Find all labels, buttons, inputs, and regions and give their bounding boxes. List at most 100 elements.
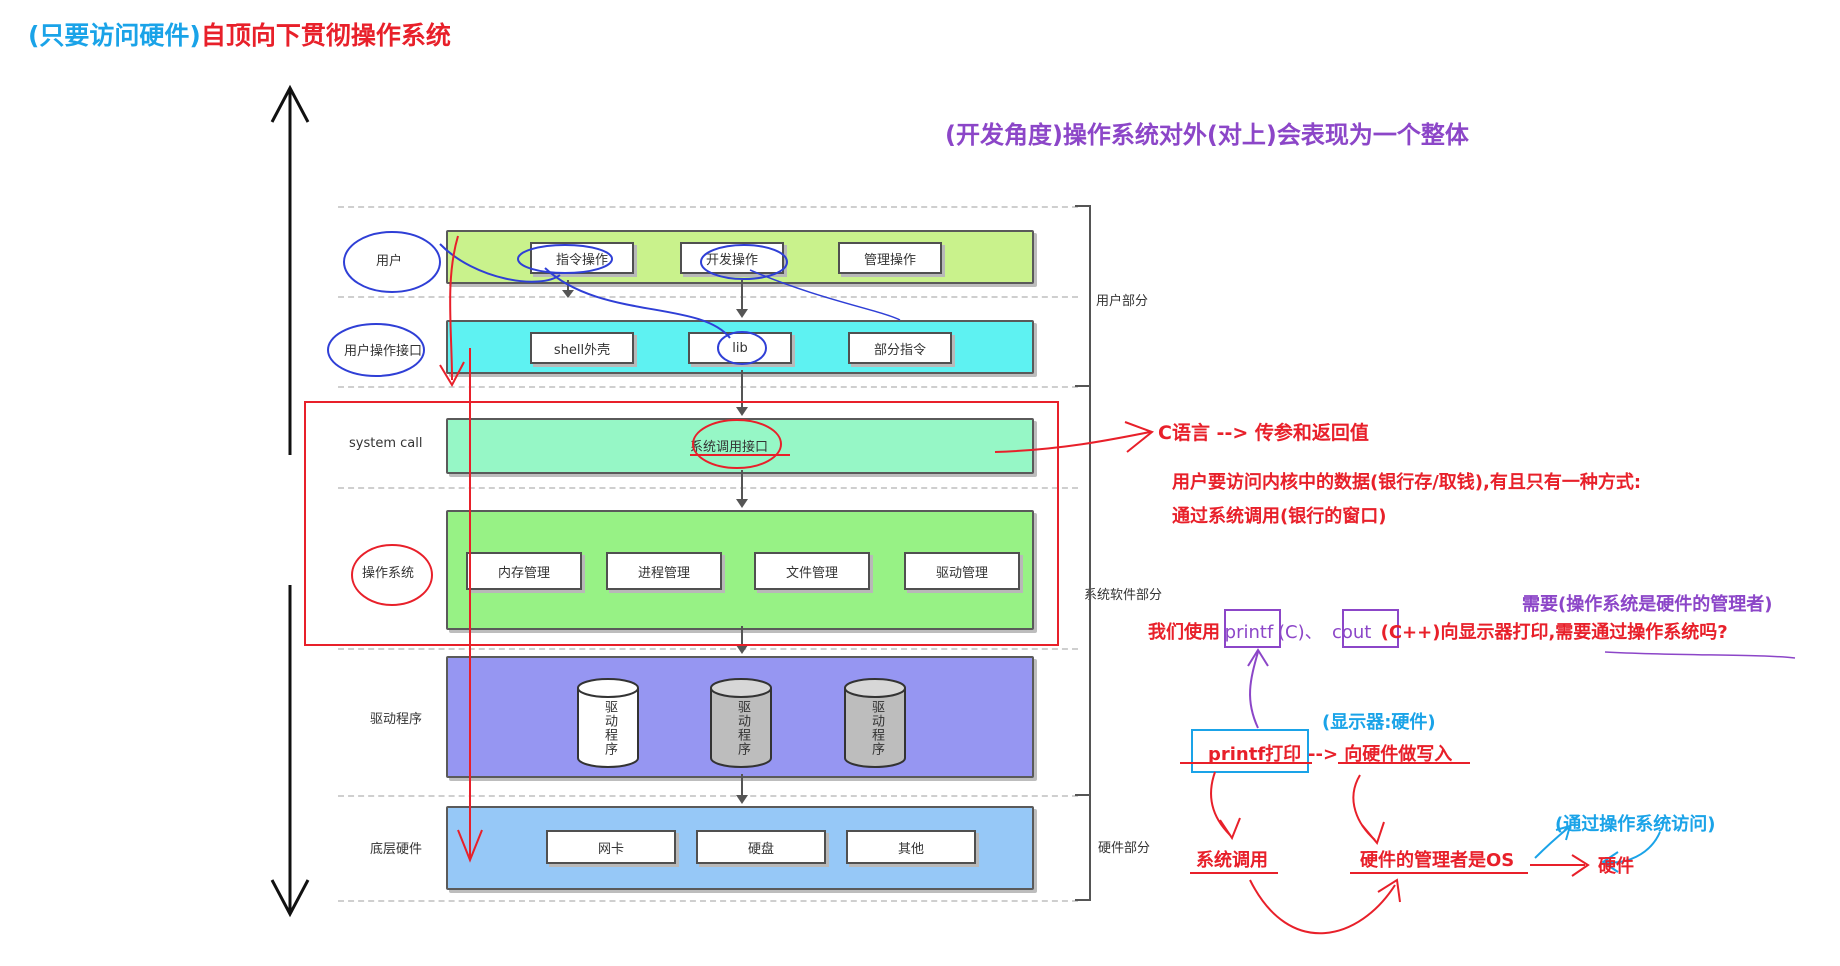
blue-arrow-via-os-right bbox=[1604, 831, 1661, 864]
layer-label-user: 用户 bbox=[376, 254, 403, 269]
flow-arrow-user-down-head bbox=[562, 290, 574, 298]
hw-item-disk: 硬盘 bbox=[696, 830, 826, 864]
separator-5 bbox=[338, 795, 1078, 797]
driver-item-3: 驱动程序 bbox=[869, 700, 884, 756]
os-item-process: 进程管理 bbox=[606, 552, 722, 590]
purple-arrow-printf-head bbox=[1247, 648, 1269, 667]
user-item-manage: 管理操作 bbox=[838, 242, 942, 274]
red-arrow-c-lang bbox=[994, 431, 1151, 453]
hw-item-nic: 网卡 bbox=[546, 830, 676, 864]
vertical-arrow-down-head bbox=[270, 879, 310, 918]
bracket-user bbox=[1075, 205, 1091, 387]
ui-item-partial-cmd: 部分指令 bbox=[848, 332, 952, 364]
red-arrow-c-lang-head bbox=[1124, 421, 1155, 453]
purple-box-printf bbox=[1224, 609, 1281, 648]
note-access-line2: 通过系统调用(银行的窗口) bbox=[1172, 506, 1387, 527]
blue-arrow-via-os-right-head bbox=[1601, 851, 1619, 873]
note-monitor: (显示器:硬件) bbox=[1322, 712, 1436, 733]
note-via-os: (通过操作系统访问) bbox=[1555, 814, 1716, 835]
blue-circle-develop bbox=[700, 244, 788, 280]
flow-arrow-3-head bbox=[736, 499, 748, 508]
red-arrow-syscall-to-manager-head bbox=[1377, 878, 1401, 903]
q-post: (C++)向显示器打印,需要通过操作系统吗? bbox=[1380, 622, 1728, 643]
red-circle-os bbox=[351, 544, 433, 606]
note-syscall: 系统调用 bbox=[1196, 850, 1268, 871]
blue-circle-command bbox=[517, 244, 613, 274]
os-item-file: 文件管理 bbox=[754, 552, 870, 590]
layer-label-os: 操作系统 bbox=[362, 566, 415, 581]
purple-underline bbox=[1604, 651, 1796, 659]
red-box-system-call-os bbox=[304, 401, 1059, 646]
driver-cylinder-3 bbox=[844, 678, 906, 768]
separator-1 bbox=[338, 296, 1078, 298]
q-cout: cout bbox=[1331, 622, 1372, 643]
bracket-system-software bbox=[1075, 385, 1091, 796]
part-label-hardware: 硬件部分 bbox=[1098, 841, 1151, 856]
header-title-red: 自顶向下贯彻操作系统 bbox=[200, 21, 451, 50]
note-printf-print: printf打印 bbox=[1208, 744, 1302, 765]
separator-2 bbox=[338, 386, 1078, 388]
red-arrow-to-syscall-head bbox=[1219, 817, 1241, 841]
ui-item-shell: shell外壳 bbox=[530, 332, 634, 364]
flow-arrow-4-head bbox=[736, 645, 748, 654]
blue-arrow-via-os-left bbox=[1534, 827, 1569, 859]
note-write-hardware: --> 向硬件做写入 bbox=[1308, 744, 1453, 765]
header-title-blue: (只要访问硬件) bbox=[28, 21, 201, 50]
header-title: (只要访问硬件)自顶向下贯彻操作系统 bbox=[28, 16, 451, 52]
driver-item-2: 驱动程序 bbox=[735, 700, 750, 756]
red-circle-syscall bbox=[692, 419, 782, 469]
q-pre: 我们使用 bbox=[1148, 622, 1220, 643]
separator-4 bbox=[338, 648, 1078, 650]
purple-box-cout bbox=[1342, 609, 1399, 648]
layer-label-system-call: system call bbox=[349, 436, 423, 451]
part-label-user: 用户部分 bbox=[1096, 294, 1149, 309]
flow-arrow-1-head bbox=[736, 309, 748, 318]
red-arrow-os-to-hw-head bbox=[1571, 854, 1590, 877]
layer-label-driver: 驱动程序 bbox=[370, 712, 423, 727]
q-c: (C)、 bbox=[1278, 622, 1323, 643]
blue-circle-user bbox=[343, 231, 441, 293]
separator-3 bbox=[338, 487, 1078, 489]
blue-box-printf-print bbox=[1191, 729, 1309, 773]
note-need: 需要(操作系统是硬件的管理者) bbox=[1522, 594, 1773, 615]
blue-arrow-via-os-left-head bbox=[1555, 824, 1572, 841]
red-arrow-short bbox=[449, 235, 459, 381]
red-arrow-syscall-to-manager bbox=[1249, 879, 1396, 935]
q-printf: printf bbox=[1224, 622, 1274, 643]
purple-arrow-printf bbox=[1249, 651, 1259, 729]
blue-circle-lib bbox=[717, 331, 767, 365]
system-call-layer bbox=[446, 418, 1034, 474]
red-arrow-to-manager-head bbox=[1361, 821, 1385, 846]
blue-line-develop bbox=[749, 269, 901, 321]
note-manager: 硬件的管理者是OS bbox=[1360, 850, 1515, 871]
os-item-driver: 驱动管理 bbox=[904, 552, 1020, 590]
bracket-hardware bbox=[1075, 794, 1091, 901]
note-c-lang: C语言 --> 传参和返回值 bbox=[1158, 422, 1369, 444]
red-arrow-long-head bbox=[457, 829, 483, 863]
note-hardware: 硬件 bbox=[1598, 856, 1634, 877]
blue-circle-user-interface bbox=[327, 323, 425, 377]
os-item-memory: 内存管理 bbox=[466, 552, 582, 590]
driver-cylinder-2 bbox=[710, 678, 772, 768]
hw-item-other: 其他 bbox=[846, 830, 976, 864]
flow-arrow-5-head bbox=[736, 795, 748, 804]
note-access-line1: 用户要访问内核中的数据(银行存/取钱),有且只有一种方式: bbox=[1172, 472, 1642, 493]
part-label-system-software: 系统软件部分 bbox=[1084, 588, 1163, 603]
vertical-arrow-up-head bbox=[270, 84, 310, 123]
separator-bottom bbox=[338, 900, 1078, 902]
driver-cylinder-1 bbox=[577, 678, 639, 768]
blue-line-to-lib bbox=[544, 267, 731, 339]
driver-item-1: 驱动程序 bbox=[602, 700, 617, 756]
flow-arrow-2-head bbox=[736, 407, 748, 416]
red-arrow-to-manager bbox=[1352, 774, 1376, 841]
red-arrow-to-syscall bbox=[1210, 771, 1231, 836]
subtitle: (开发角度)操作系统对外(对上)会表现为一个整体 bbox=[945, 121, 1469, 149]
red-arrow-short-head bbox=[439, 361, 465, 388]
separator-top bbox=[338, 206, 1078, 208]
syscall-item-interface: 系统调用接口 bbox=[690, 440, 769, 455]
blue-line-user bbox=[439, 243, 561, 283]
layer-label-hardware: 底层硬件 bbox=[370, 842, 423, 857]
layer-label-user-interface: 用户操作接口 bbox=[344, 344, 423, 359]
